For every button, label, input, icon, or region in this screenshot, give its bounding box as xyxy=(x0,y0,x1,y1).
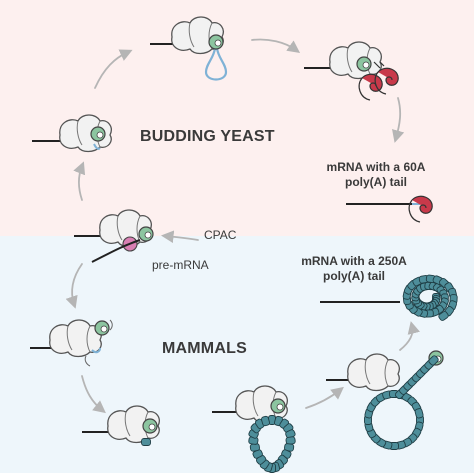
yeast-section-background xyxy=(0,0,474,236)
cpac-label: CPAC xyxy=(204,228,237,242)
state-top-right xyxy=(304,41,399,101)
arrow-bottom-left xyxy=(81,375,106,414)
poly-a-polymerase-icon xyxy=(90,126,106,142)
arrow-top-right xyxy=(251,38,301,53)
yeast-tail-label: mRNA with a 60A poly(A) tail xyxy=(306,160,446,190)
pre-mrna-label: pre-mRNA xyxy=(152,258,209,272)
yeast-tail-label-line1: mRNA with a 60A xyxy=(326,160,426,174)
poly-a-polymerase-icon xyxy=(356,56,372,72)
section-title-mammals: MAMMALS xyxy=(162,340,247,357)
state-left-mammal xyxy=(30,319,113,367)
arrow-left-up xyxy=(73,161,86,201)
mammal-tail-label-line2: poly(A) tail xyxy=(323,269,385,283)
state-bottom-right xyxy=(326,350,444,451)
state-center-cpac xyxy=(74,209,154,263)
state-top xyxy=(150,16,228,81)
state-bottom-middle xyxy=(212,385,297,473)
mammal-tail-label: mRNA with a 250A poly(A) tail xyxy=(284,254,424,284)
arrow-bottom-right xyxy=(305,386,344,409)
yeast-mrna-product xyxy=(346,195,433,223)
arrow-left-down xyxy=(65,263,83,309)
poly-a-polymerase-icon xyxy=(138,226,154,242)
arrow-right-down xyxy=(392,97,405,143)
poly-a-polymerase-icon xyxy=(208,34,224,50)
cycle-arrows xyxy=(65,38,420,414)
cpac-complex-icon xyxy=(347,353,400,392)
mammal-tail-label-line1: mRNA with a 250A xyxy=(301,254,407,268)
state-left-yeast xyxy=(32,114,112,153)
arrow-mammal-up xyxy=(399,321,420,351)
state-bottom-left xyxy=(82,405,160,446)
pabpn1-chain-icon xyxy=(141,438,151,446)
arrow-cpac xyxy=(160,230,199,244)
poly-a-polymerase-icon xyxy=(142,418,158,434)
poly-a-polymerase-icon xyxy=(270,398,286,414)
section-title-yeast: BUDDING YEAST xyxy=(140,128,275,145)
poly-a-polymerase-icon xyxy=(94,320,110,336)
arrow-top-left xyxy=(94,49,133,89)
cpac-complex-icon xyxy=(329,41,382,80)
mammal-mrna-product xyxy=(320,274,458,322)
yeast-tail-label-line2: poly(A) tail xyxy=(345,175,407,189)
